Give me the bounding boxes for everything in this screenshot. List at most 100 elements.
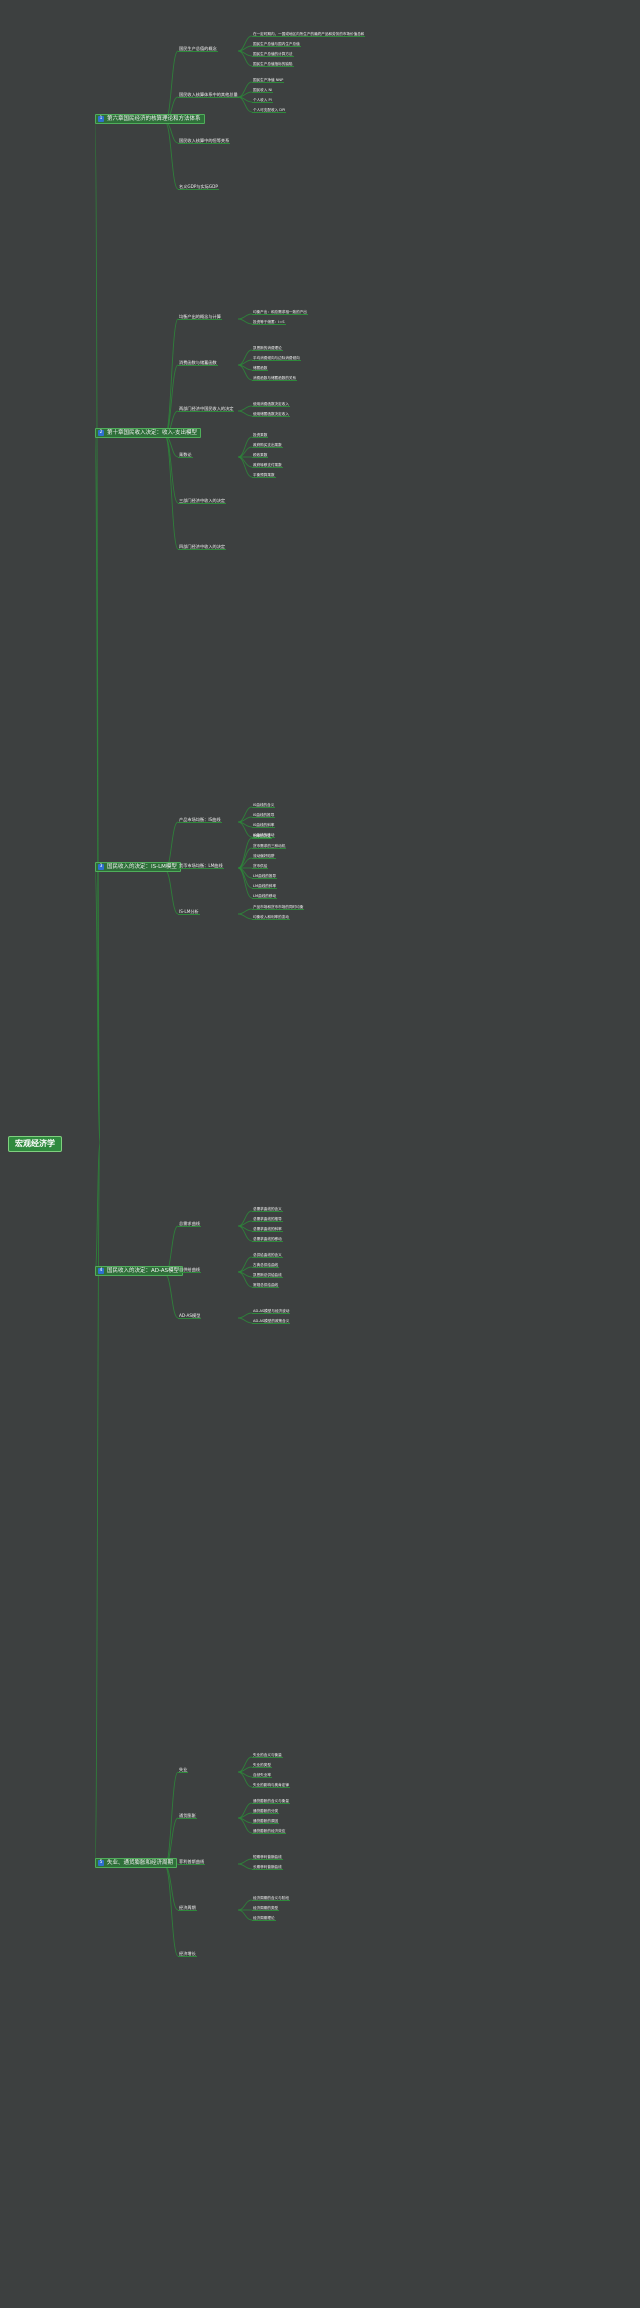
subtopic-b4-2-1[interactable]: AD-AS模型的政策含义	[252, 1319, 291, 1324]
subtopic-b2-3-4[interactable]: 平衡预算乘数	[252, 473, 276, 478]
subtopic-b2-1-0[interactable]: 凯恩斯的消费理论	[252, 346, 283, 351]
topic-b3-0[interactable]: 产品市场均衡：IS曲线	[178, 817, 222, 823]
subtopic-b5-3-0[interactable]: 经济周期的含义与阶段	[252, 1896, 290, 1901]
topic-b5-3[interactable]: 经济周期	[178, 1905, 197, 1911]
subtopic-b3-2-1[interactable]: 均衡收入和利率的变动	[252, 915, 290, 920]
topic-b1-3[interactable]: 名义GDP与实际GDP	[178, 184, 219, 190]
subtopic-b4-0-1-label: 总需求曲线的推导	[253, 1217, 282, 1221]
subtopic-b4-2-0[interactable]: AD-AS模型与经济波动	[252, 1309, 291, 1314]
topic-b3-2[interactable]: IS-LM分析	[178, 909, 200, 915]
subtopic-b3-0-1[interactable]: IS曲线的推导	[252, 813, 276, 818]
subtopic-b3-1-2[interactable]: 流动偏好陷阱	[252, 854, 276, 859]
topic-b5-0[interactable]: 失业	[178, 1767, 189, 1773]
subtopic-b4-1-1[interactable]: 古典总供给曲线	[252, 1263, 280, 1268]
subtopic-b1-1-3[interactable]: 个人可支配收入 DPI	[252, 108, 287, 113]
topic-b2-2[interactable]: 两部门经济中国民收入的决定	[178, 406, 235, 412]
subtopic-b3-1-0[interactable]: 利率的决定	[252, 834, 272, 839]
subtopic-b1-0-3[interactable]: 国民生产总值指标的缺陷	[252, 62, 294, 67]
subtopic-b3-2-1-label: 均衡收入和利率的变动	[253, 915, 289, 919]
subtopic-b5-1-3[interactable]: 通货膨胀的经济效应	[252, 1829, 287, 1834]
subtopic-b4-1-3[interactable]: 常规总供给曲线	[252, 1283, 280, 1288]
subtopic-b2-3-0[interactable]: 投资乘数	[252, 433, 269, 438]
subtopic-b2-3-4-label: 平衡预算乘数	[253, 473, 275, 477]
topic-b2-4[interactable]: 三部门经济中收入的决定	[178, 498, 227, 504]
subtopic-b2-1-3[interactable]: 消费函数与储蓄函数的关系	[252, 376, 298, 381]
subtopic-b2-1-2[interactable]: 储蓄函数	[252, 366, 269, 371]
subtopic-b5-3-1-label: 经济周期的类型	[253, 1906, 279, 1910]
subtopic-b3-1-3-label: 货币供给	[253, 864, 268, 868]
subtopic-b4-1-0[interactable]: 总供给曲线的含义	[252, 1253, 283, 1258]
topic-b1-0[interactable]: 国民生产总值的概念	[178, 46, 218, 52]
subtopic-b2-0-1[interactable]: 投资等于储蓄：I=S	[252, 320, 286, 325]
root-node[interactable]: 宏观经济学	[8, 1136, 62, 1152]
subtopic-b5-1-1[interactable]: 通货膨胀的分类	[252, 1809, 280, 1814]
topic-b2-1[interactable]: 消费函数与储蓄函数	[178, 360, 218, 366]
subtopic-b4-2-0-label: AD-AS模型与经济波动	[253, 1309, 290, 1313]
subtopic-b2-3-3[interactable]: 政府转移支付乘数	[252, 463, 283, 468]
subtopic-b5-0-2[interactable]: 自然失业率	[252, 1773, 272, 1778]
subtopic-b1-0-1[interactable]: 国民生产总值与国内生产总值	[252, 42, 301, 47]
subtopic-b4-1-3-label: 常规总供给曲线	[253, 1283, 279, 1287]
topic-b1-1[interactable]: 国民收入核算体系中的其他总量	[178, 92, 239, 98]
subtopic-b2-0-0[interactable]: 均衡产出：和总需求相一致的产出	[252, 310, 308, 315]
subtopic-b3-0-0[interactable]: IS曲线的含义	[252, 803, 276, 808]
subtopic-b5-0-1[interactable]: 失业的类型	[252, 1763, 272, 1768]
topic-b4-1[interactable]: 总供给曲线	[178, 1267, 201, 1273]
topic-b4-2[interactable]: AD-AS模型	[178, 1313, 202, 1319]
subtopic-b2-1-1[interactable]: 平均消费倾向与边际消费倾向	[252, 356, 301, 361]
topic-b5-4[interactable]: 经济增长	[178, 1951, 197, 1957]
topic-b5-2[interactable]: 菲利普斯曲线	[178, 1859, 206, 1865]
subtopic-b2-3-2[interactable]: 税收乘数	[252, 453, 269, 458]
subtopic-b3-0-3[interactable]: IS曲线的移动	[252, 833, 276, 838]
subtopic-b5-0-0[interactable]: 失业的含义与衡量	[252, 1753, 283, 1758]
topic-b2-0[interactable]: 均衡产出的概念与计算	[178, 314, 222, 320]
subtopic-b3-2-0[interactable]: 产品市场和货币市场的同时均衡	[252, 905, 305, 910]
subtopic-b5-0-3[interactable]: 失业的影响与奥肯定律	[252, 1783, 290, 1788]
subtopic-b5-1-2[interactable]: 通货膨胀的原因	[252, 1819, 280, 1824]
subtopic-b1-1-0[interactable]: 国民生产净值 NNP	[252, 78, 285, 83]
subtopic-b3-0-2[interactable]: IS曲线的斜率	[252, 823, 276, 828]
subtopic-b5-0-3-label: 失业的影响与奥肯定律	[253, 1783, 289, 1787]
subtopic-b3-1-1[interactable]: 货币需求的三种动机	[252, 844, 287, 849]
subtopic-b4-0-2[interactable]: 总需求曲线的斜率	[252, 1227, 283, 1232]
subtopic-b3-1-4[interactable]: LM曲线的推导	[252, 874, 278, 879]
topic-b3-1[interactable]: 货币市场均衡：LM曲线	[178, 863, 224, 869]
topic-b2-5-label: 四部门经济中收入的决定	[179, 544, 226, 549]
subtopic-b5-0-0-label: 失业的含义与衡量	[253, 1753, 282, 1757]
subtopic-b5-2-1-label: 长期菲利普斯曲线	[253, 1865, 282, 1869]
subtopic-b3-1-5[interactable]: LM曲线的斜率	[252, 884, 278, 889]
subtopic-b1-1-3-label: 个人可支配收入 DPI	[253, 108, 286, 112]
subtopic-b5-2-1[interactable]: 长期菲利普斯曲线	[252, 1865, 283, 1870]
subtopic-b3-1-6[interactable]: LM曲线的移动	[252, 894, 278, 899]
subtopic-b2-3-1[interactable]: 政府购买支出乘数	[252, 443, 283, 448]
subtopic-b5-3-2[interactable]: 经济周期理论	[252, 1916, 276, 1921]
subtopic-b4-0-0[interactable]: 总需求曲线的含义	[252, 1207, 283, 1212]
subtopic-b2-2-0[interactable]: 使用消费函数决定收入	[252, 402, 290, 407]
subtopic-b1-1-2[interactable]: 个人收入 PI	[252, 98, 273, 103]
subtopic-b3-1-3[interactable]: 货币供给	[252, 864, 269, 869]
subtopic-b3-1-1-label: 货币需求的三种动机	[253, 844, 286, 848]
subtopic-b5-3-1[interactable]: 经济周期的类型	[252, 1906, 280, 1911]
subtopic-b5-1-0[interactable]: 通货膨胀的含义与衡量	[252, 1799, 290, 1804]
topic-b2-5[interactable]: 四部门经济中收入的决定	[178, 544, 227, 550]
subtopic-b1-0-2[interactable]: 国民生产总值的计算方法	[252, 52, 294, 57]
topic-b5-1[interactable]: 通货膨胀	[178, 1813, 197, 1819]
subtopic-b4-1-2[interactable]: 凯恩斯总供给曲线	[252, 1273, 283, 1278]
subtopic-b4-0-3[interactable]: 总需求曲线的移动	[252, 1237, 283, 1242]
topic-b5-3-label: 经济周期	[179, 1905, 196, 1910]
topic-b4-0[interactable]: 总需求曲线	[178, 1221, 201, 1227]
topic-b1-2[interactable]: 国民收入核算中的恒等关系	[178, 138, 231, 144]
subtopic-b1-1-1[interactable]: 国民收入 NI	[252, 88, 274, 93]
subtopic-b5-2-0[interactable]: 短期菲利普斯曲线	[252, 1855, 283, 1860]
subtopic-b4-0-1[interactable]: 总需求曲线的推导	[252, 1217, 283, 1222]
subtopic-b1-0-0[interactable]: 在一定时期内，一国或地区内所生产的最终产品和劳务的市场价值总和	[252, 32, 366, 37]
topic-b2-3[interactable]: 乘数论	[178, 452, 193, 458]
topic-b4-2-label: AD-AS模型	[179, 1313, 201, 1318]
subtopic-b2-2-1[interactable]: 使用储蓄函数决定收入	[252, 412, 290, 417]
